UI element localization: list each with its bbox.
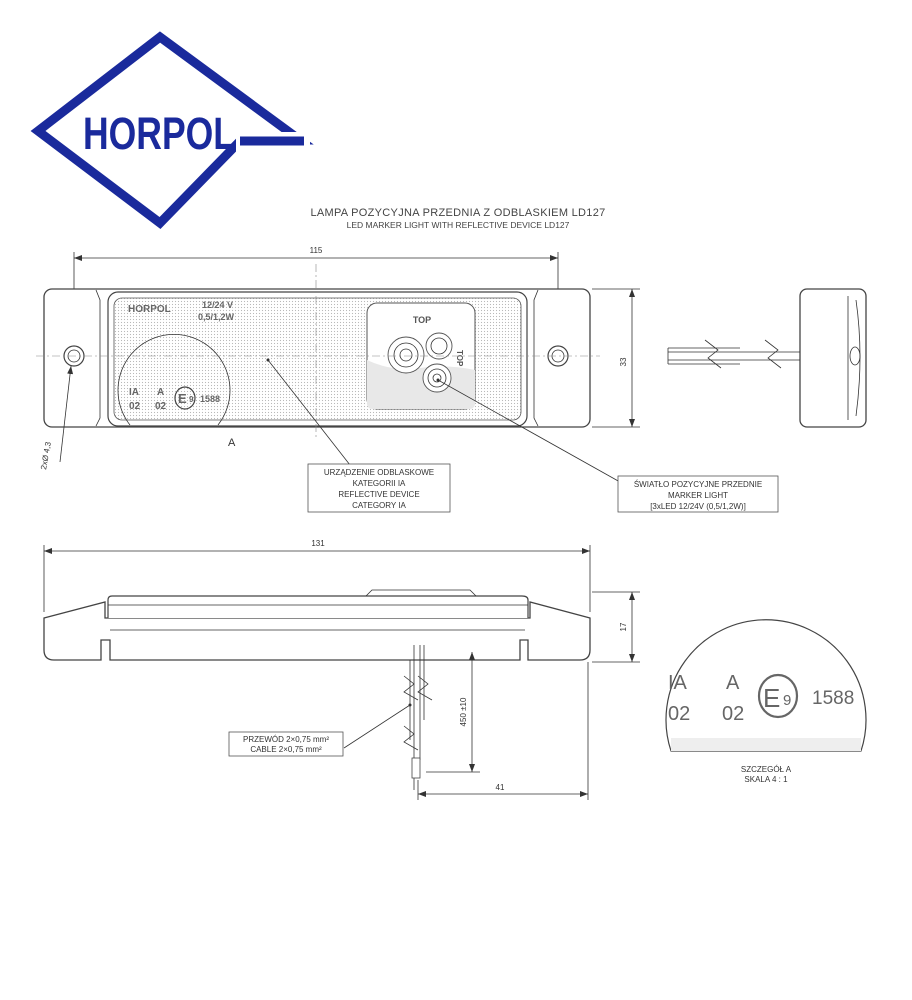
dim-offset: 41 xyxy=(496,783,505,792)
dim-width: 115 xyxy=(310,246,323,255)
callout-reflector: URZĄDZENIE ODBLASKOWE KATEGORII IA REFLE… xyxy=(307,463,451,513)
dim-cable-length: 450 ±10 xyxy=(459,697,468,726)
label-top: TOP xyxy=(413,315,431,325)
detail-caption-1: SZCZEGÓŁ A xyxy=(741,765,792,774)
callout-cable-line2: CABLE 2×0,75 mm² xyxy=(250,745,322,754)
callout-cable: PRZEWÓD 2×0,75 mm² CABLE 2×0,75 mm² xyxy=(228,731,344,757)
led-cluster xyxy=(387,332,453,393)
callout-light: ŚWIATŁO POZYCYJNE PRZEDNIE MARKER LIGHT … xyxy=(617,475,779,513)
dim-length: 131 xyxy=(311,539,325,548)
mark-ia: IA xyxy=(129,387,139,398)
mark-e: E xyxy=(178,391,187,406)
callout-reflector-line3: REFLECTIVE DEVICE xyxy=(338,490,419,499)
drawing-title: LAMPA POZYCYJNA PRZEDNIA Z ODBLASKIEM LD… xyxy=(310,207,605,219)
logo-text: HORPOL xyxy=(83,108,235,159)
hole-dimension: 2xØ 4,3 xyxy=(39,441,53,471)
dim-height-side: 17 xyxy=(619,622,628,631)
drawing-subtitle: LED MARKER LIGHT WITH REFLECTIVE DEVICE … xyxy=(347,220,570,230)
callout-light-line1: ŚWIATŁO POZYCYJNE PRZEDNIE xyxy=(634,480,762,489)
mark-e-num: 9 xyxy=(189,395,194,404)
detail-a-view: IA A 02 02 E 9 1588 SZCZEGÓŁ A SKALA 4 :… xyxy=(665,619,867,784)
callout-reflector-line4: CATEGORY IA xyxy=(352,501,406,510)
detail-caption-2: SKALA 4 : 1 xyxy=(744,775,788,784)
front-view: 115 TOP TOP HORPOL 12/24 V 0,5/1,2W IA A… xyxy=(36,246,640,483)
detail-e: E xyxy=(763,683,780,713)
cable xyxy=(403,645,433,790)
callout-reflector-line2: KATEGORII IA xyxy=(353,479,406,488)
dim-height-front: 33 xyxy=(619,357,628,366)
profile-view xyxy=(667,288,867,428)
detail-02b: 02 xyxy=(722,703,744,725)
callout-reflector-line1: URZĄDZENIE ODBLASKOWE xyxy=(324,468,434,477)
detail-marker: A xyxy=(228,437,236,449)
callout-light-line2: MARKER LIGHT xyxy=(668,491,728,500)
callout-light-line3: [3xLED 12/24V (0,5/1,2W)] xyxy=(650,502,746,511)
label-top-rotated: TOP xyxy=(455,350,464,367)
detail-e-num: 9 xyxy=(783,692,791,709)
mark-a: A xyxy=(157,387,164,398)
detail-02a: 02 xyxy=(668,703,690,725)
mark-02a: 02 xyxy=(129,401,141,412)
label-power: 0,5/1,2W xyxy=(198,312,235,322)
label-voltage: 12/24 V xyxy=(202,300,233,310)
side-view: 131 17 450 ±10 41 xyxy=(43,539,640,800)
detail-a: A xyxy=(726,672,740,694)
detail-approval: 1588 xyxy=(812,688,854,709)
mark-02b: 02 xyxy=(155,401,167,412)
label-brand: HORPOL xyxy=(128,304,171,315)
horpol-logo: HORPOL xyxy=(30,31,314,229)
detail-ia: IA xyxy=(668,672,688,694)
mark-approval: 1588 xyxy=(200,394,220,404)
callout-cable-line1: PRZEWÓD 2×0,75 mm² xyxy=(243,735,329,744)
